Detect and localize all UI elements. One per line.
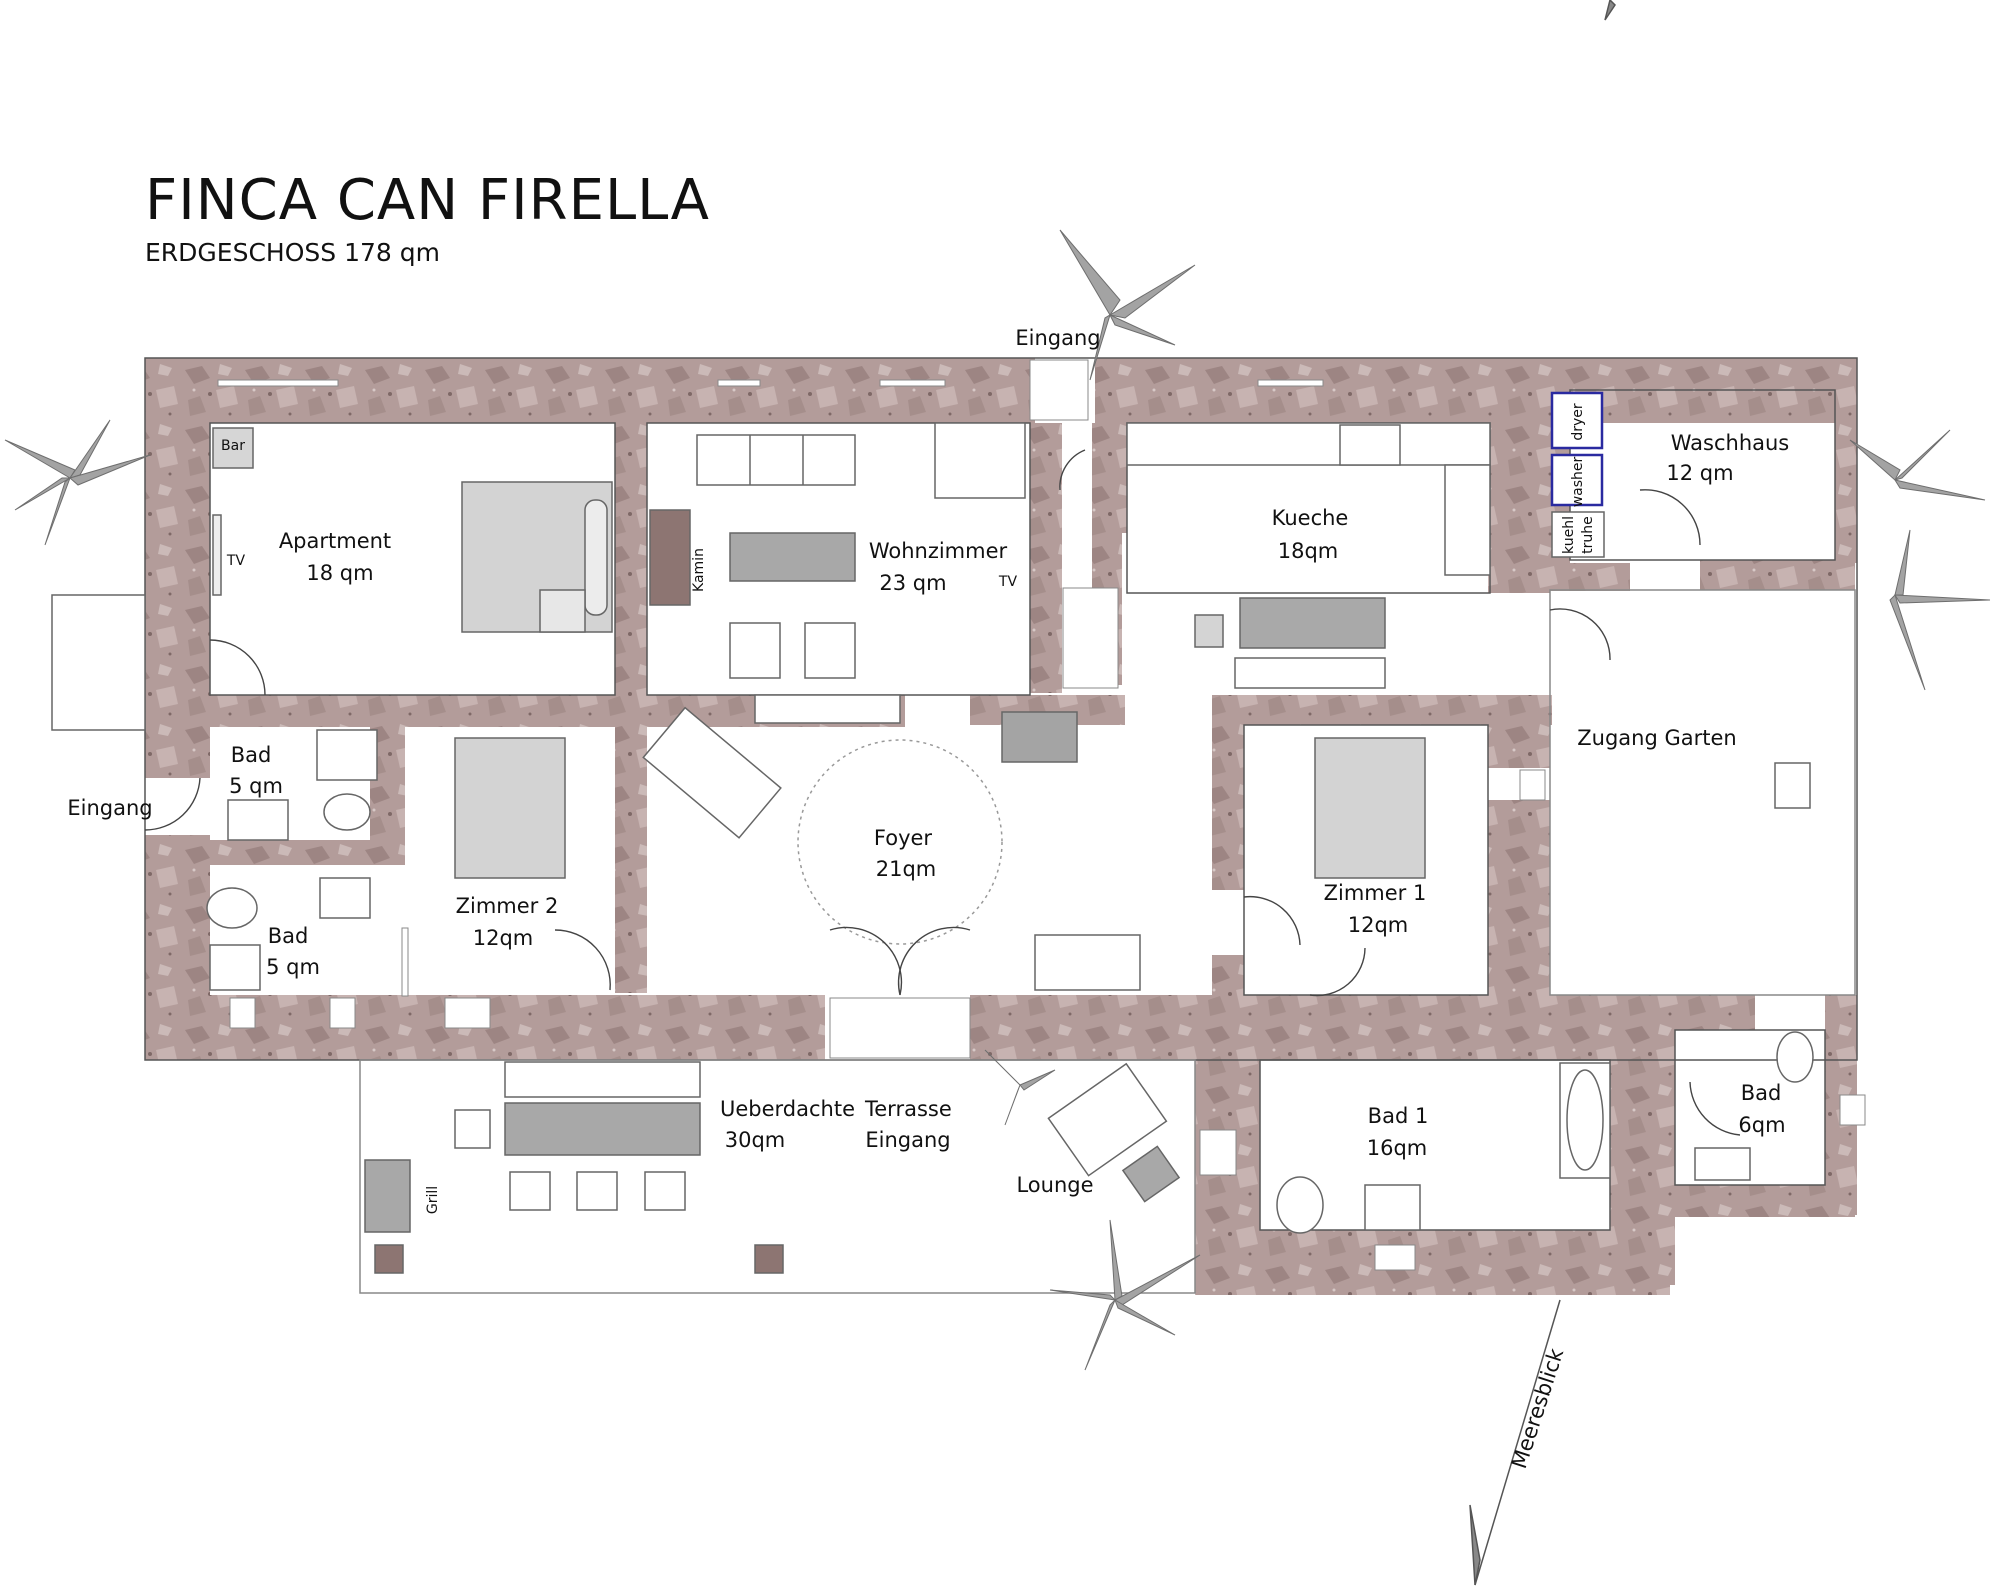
- bad-top-name: Bad: [231, 743, 272, 767]
- waschhaus-area: 12 qm: [1666, 461, 1733, 485]
- tv-wohn-label: TV: [998, 574, 1018, 590]
- washer-label: washer: [1570, 456, 1586, 507]
- eingang-left: Eingang: [67, 796, 152, 820]
- bar-label: Bar: [221, 438, 245, 454]
- zugang-garten-outline: [1549, 589, 1856, 996]
- zimmer1-name: Zimmer 1: [1324, 881, 1427, 905]
- kamin-label: Kamin: [691, 548, 707, 592]
- lounge-label: Lounge: [1016, 1173, 1093, 1197]
- plant-right: [1849, 429, 1991, 691]
- zugang-garten-name: Zugang Garten: [1577, 726, 1736, 750]
- meeresblick-arrow: [1469, 0, 1616, 1586]
- bad1-area: 16qm: [1367, 1136, 1428, 1160]
- wohnzimmer-name: Wohnzimmer: [869, 539, 1008, 563]
- kueche-name: Kueche: [1272, 506, 1349, 530]
- apartment-name: Apartment: [279, 529, 391, 553]
- plant-left: [4, 419, 151, 546]
- plant-lounge: [984, 1049, 1056, 1126]
- kueche-area: 18qm: [1278, 539, 1339, 563]
- windows: [217, 359, 1866, 1271]
- terrasse-area: 30qm: [725, 1128, 786, 1152]
- tv-apartment-label: TV: [226, 553, 246, 569]
- plant-top-center: [1059, 229, 1196, 381]
- bad1-name: Bad 1: [1368, 1104, 1429, 1128]
- plan-title: FINCA CAN FIRELLA: [145, 168, 710, 233]
- plan-subtitle: ERDGESCHOSS 178 qm: [145, 238, 440, 267]
- plant-bottom: [1049, 1219, 1201, 1371]
- foyer-area: 21qm: [876, 857, 937, 881]
- terrasse-name: Ueberdachte: [720, 1097, 855, 1121]
- terrasse-name-b: Terrasse: [864, 1097, 952, 1121]
- kuehl-label: kuehl: [1561, 516, 1577, 554]
- apartment-area: 18 qm: [306, 561, 373, 585]
- bad-mid-area: 5 qm: [266, 955, 320, 979]
- plants: [4, 229, 1991, 1371]
- grill-label: Grill: [425, 1186, 441, 1214]
- bad-right-area: 6qm: [1738, 1113, 1785, 1137]
- bad-top-area: 5 qm: [229, 774, 283, 798]
- wohnzimmer-area: 23 qm: [879, 571, 946, 595]
- doors: [144, 449, 1741, 1136]
- bad-mid-name: Bad: [268, 924, 309, 948]
- terrace-outline: [359, 1059, 1196, 1294]
- furniture: [51, 391, 1814, 1274]
- zimmer1-area: 12qm: [1348, 913, 1409, 937]
- zimmer2-name: Zimmer 2: [456, 894, 559, 918]
- dryer-label: dryer: [1570, 403, 1586, 441]
- truhe-label: truhe: [1580, 516, 1596, 554]
- zimmer2-area: 12qm: [473, 926, 534, 950]
- foyer-name: Foyer: [874, 826, 933, 850]
- terrasse-eingang: Eingang: [865, 1128, 950, 1152]
- waschhaus-name: Waschhaus: [1671, 431, 1790, 455]
- meeresblick-label: Meeresblick: [1507, 1345, 1569, 1472]
- eingang-top: Eingang: [1015, 326, 1100, 350]
- bad-right-name: Bad: [1741, 1081, 1782, 1105]
